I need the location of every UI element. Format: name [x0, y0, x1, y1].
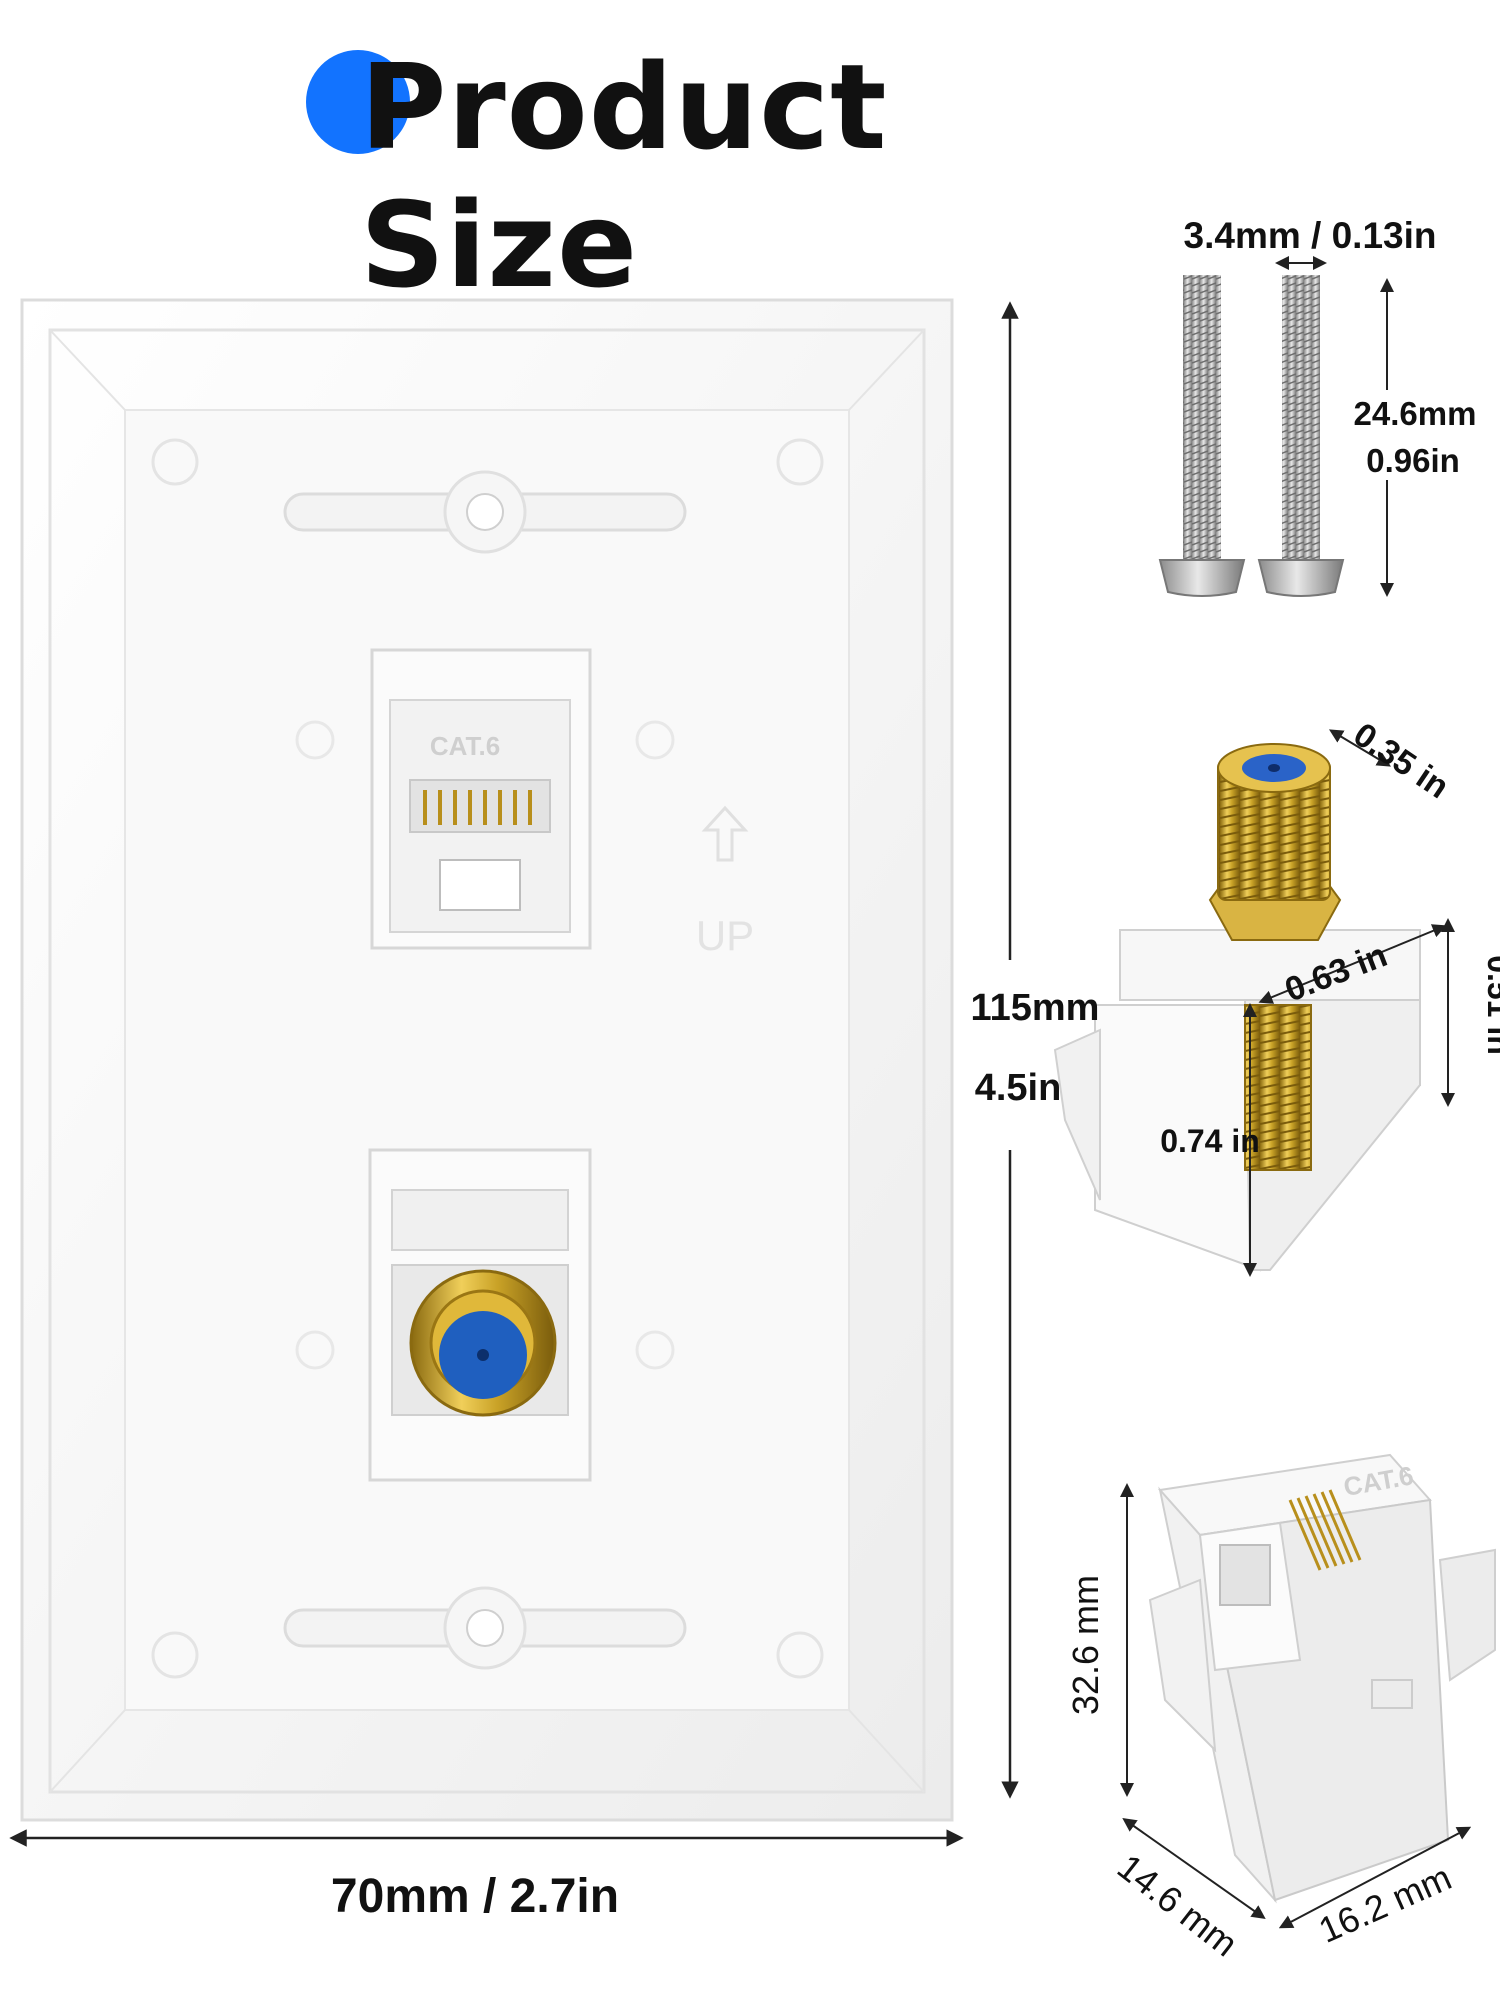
- f-height-label: 0.74 in: [1160, 1123, 1260, 1159]
- f-type-keystone: [1053, 743, 1421, 1272]
- wall-plate: CAT.6 UP: [20, 298, 954, 1822]
- title-text: Product Size: [360, 38, 888, 314]
- f-diameter-arrow: [1328, 729, 1392, 767]
- bottom-screw-slot: [283, 1586, 687, 1670]
- rj45-keystone: [1148, 1453, 1496, 1904]
- plate-jack-label: CAT.6: [430, 731, 500, 761]
- plate-rj45-jack: [370, 648, 592, 950]
- screw-length-mm-label: 24.6mm: [1354, 395, 1477, 432]
- rj45-width-arrow: [1122, 1817, 1266, 1920]
- title-bullet-dot: [306, 50, 410, 154]
- plate-height-mm-label: 115mm: [971, 987, 1100, 1029]
- screw-length-in-label: 0.96in: [1366, 442, 1460, 479]
- rj45-height-label: 32.6 mm: [1065, 1575, 1106, 1715]
- plate-height-in-label: 4.5in: [975, 1067, 1062, 1109]
- f-diameter-label: 0.35 in: [1347, 716, 1456, 807]
- f-width-label: 0.51 in: [1481, 955, 1500, 1055]
- top-screw-slot: [283, 470, 687, 554]
- screw-diameter-label: 3.4mm / 0.13in: [1184, 215, 1437, 256]
- plate-width-label: 70mm / 2.7in: [331, 1870, 619, 1923]
- up-arrow-icon: [701, 805, 749, 862]
- f-depth-arrow: [1258, 924, 1447, 1004]
- rj45-width-label: 14.6 mm: [1110, 1846, 1246, 1965]
- plate-coax-jack: [368, 1148, 592, 1482]
- rj45-depth-arrow: [1278, 1826, 1472, 1929]
- screws-illustration: [1158, 275, 1345, 597]
- page-title: Product Size: [300, 30, 1200, 314]
- up-label: UP: [696, 912, 754, 959]
